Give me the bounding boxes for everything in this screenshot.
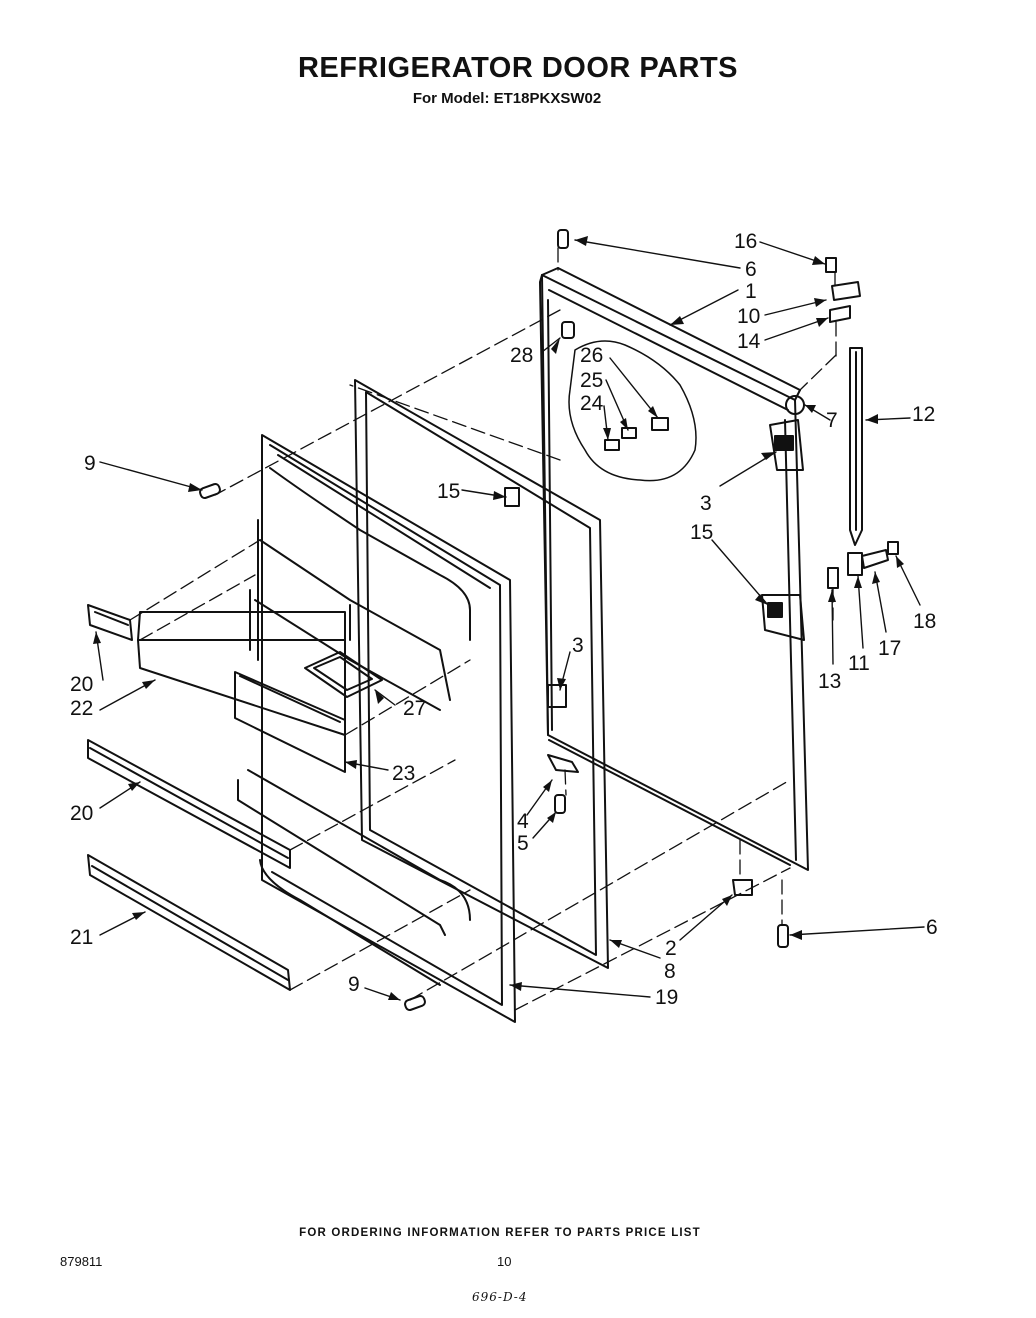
door-shelf-bin-23: [234, 671, 346, 773]
handwritten-note: 696-D-4: [472, 1290, 528, 1304]
callout-13: 13: [818, 670, 841, 693]
callout-9-lower: 9: [348, 973, 360, 996]
hinge-lower-13-11-17-18: [827, 541, 899, 589]
cutaway-inset: [568, 340, 697, 482]
callout-9-upper: 9: [84, 452, 96, 475]
callout-20-upper: 20: [70, 673, 93, 696]
callout-20-lower: 20: [70, 802, 93, 825]
ordering-note: FOR ORDERING INFORMATION REFER TO PARTS …: [299, 1227, 701, 1239]
document-number: 879811: [60, 1254, 103, 1269]
callout-21: 21: [70, 926, 93, 949]
door-shelf-bar-upper: [87, 604, 133, 641]
callout-14: 14: [737, 330, 761, 353]
callout-2: 2: [665, 937, 677, 960]
callout-12: 12: [912, 403, 935, 426]
arrowheads: [93, 236, 904, 1000]
door-handle: [849, 347, 863, 546]
callout-15-left: 15: [437, 480, 460, 503]
callout-28: 28: [510, 344, 533, 367]
callout-6-bottom: 6: [926, 916, 938, 939]
callout-labels: 6 1 16 10 14 28 26 25 24 7 12 3 15 15 9 …: [70, 230, 938, 1009]
page-title: REFRIGERATOR DOOR PARTS: [297, 52, 739, 84]
callout-22: 22: [70, 697, 93, 720]
callout-6-top: 6: [745, 258, 757, 281]
callout-26: 26: [580, 344, 603, 367]
hinge-top-16-10-14: [825, 257, 861, 323]
alignment-lines: [129, 247, 837, 1011]
callout-5: 5: [517, 832, 529, 855]
callout-4: 4: [517, 810, 529, 833]
callout-27: 27: [403, 697, 426, 720]
callout-3-lower: 3: [572, 634, 584, 657]
page-number: 10: [497, 1254, 512, 1269]
hinge-bracket-upper: [769, 419, 804, 471]
door-liner: [237, 434, 516, 1023]
callout-3-upper: 3: [700, 492, 712, 515]
outer-door-panel: [539, 267, 809, 871]
callout-17: 17: [878, 637, 901, 660]
callout-18: 18: [913, 610, 936, 633]
hinge-bracket-middle: [761, 594, 805, 641]
callout-7: 7: [826, 409, 838, 432]
callout-8: 8: [664, 960, 676, 983]
callout-16: 16: [734, 230, 757, 253]
door-shelf-bar-21: [87, 854, 291, 991]
model-subtitle: For Model: ET18PKXSW02: [412, 90, 602, 107]
callout-24: 24: [580, 392, 604, 415]
door-shelf-bar-20: [87, 739, 291, 869]
callout-10: 10: [737, 305, 760, 328]
callout-15-right: 15: [690, 521, 713, 544]
callout-25: 25: [580, 369, 603, 392]
callout-19: 19: [655, 986, 678, 1009]
door-gasket: [354, 379, 609, 969]
callout-23: 23: [392, 762, 415, 785]
callout-11: 11: [848, 652, 870, 675]
callout-1: 1: [745, 280, 757, 303]
